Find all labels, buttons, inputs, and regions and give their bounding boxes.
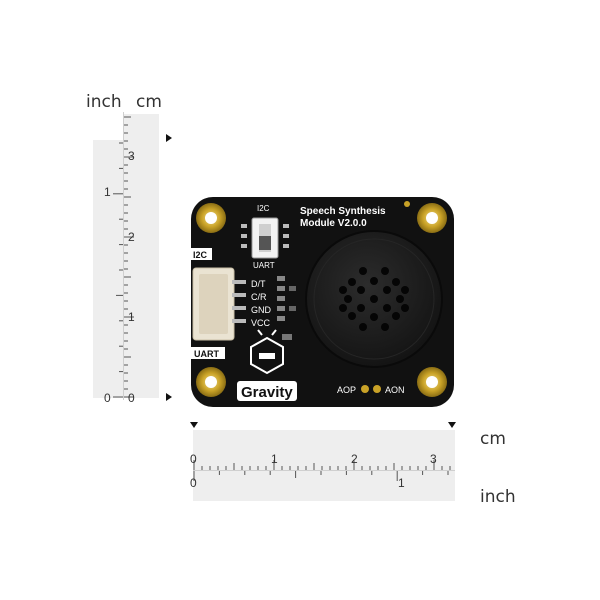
v-cm-label-0: 0: [128, 391, 135, 405]
vertical-inch-ticks: [113, 142, 123, 398]
h-cm-label-0: 0: [190, 452, 197, 466]
switch-pins: [241, 224, 289, 248]
pin-label-dt: D/T: [251, 279, 266, 289]
i2c-tag: I2C: [193, 250, 208, 260]
pin-label-cr: C/R: [251, 292, 267, 302]
smd-components: [277, 276, 296, 340]
speaker-hole: [370, 295, 378, 303]
h-cm-label-3: 3: [430, 452, 437, 466]
horizontal-cm-ticks: [193, 460, 451, 470]
speaker-hole: [381, 267, 389, 275]
v-cm-label-3: 3: [128, 149, 135, 163]
horizontal-ruler: 0 1 2 3 0 1: [190, 422, 456, 501]
v-inch-label-1: 1: [104, 185, 111, 199]
aon-label: AON: [385, 385, 405, 395]
speaker-hole: [348, 312, 356, 320]
test-pad: [404, 201, 410, 207]
switch-knob: [259, 236, 271, 250]
speaker-hole: [401, 286, 409, 294]
uart-tag: UART: [194, 349, 219, 359]
speaker-hole: [359, 323, 367, 331]
speaker: [305, 230, 443, 368]
aon-pad: [373, 385, 381, 393]
speaker-hole: [359, 267, 367, 275]
mounting-hole-bottom-right: [417, 367, 447, 397]
speaker-hole: [392, 278, 400, 286]
speaker-hole: [383, 304, 391, 312]
speaker-hole: [348, 278, 356, 286]
pin-label-vcc: VCC: [251, 318, 271, 328]
i2c-tag-bg: [191, 248, 212, 260]
mode-switch: [251, 217, 279, 259]
speaker-hole: [339, 304, 347, 312]
speech-synthesis-board: Speech Synthesis Module V2.0.0 I2C UART …: [191, 197, 454, 407]
h-cm-label-1: 1: [271, 452, 278, 466]
gravity-brand-label: Gravity: [241, 384, 293, 401]
speaker-hole: [370, 313, 378, 321]
board-title-line-2: Module V2.0.0: [300, 218, 367, 229]
speaker-hole: [401, 304, 409, 312]
switch-label-bottom: UART: [253, 261, 275, 270]
mounting-hole-bottom-left: [196, 367, 226, 397]
top-marker-arrow: [166, 134, 172, 142]
speaker-hole: [357, 304, 365, 312]
speaker-hole: [381, 323, 389, 331]
h-inch-label-1: 1: [398, 476, 405, 490]
h-inch-label-0: 0: [190, 476, 197, 490]
h-cm-label-2: 2: [351, 452, 358, 466]
vertical-inch-unit-label: inch: [86, 92, 122, 112]
aop-pad: [361, 385, 369, 393]
speaker-hole: [339, 286, 347, 294]
speaker-hole: [370, 277, 378, 285]
horizontal-cm-unit-label: cm: [480, 429, 506, 449]
v-cm-label-1: 1: [128, 310, 135, 324]
v-cm-label-2: 2: [128, 230, 135, 244]
speaker-hole: [344, 295, 352, 303]
mounting-hole-top-left: [196, 203, 226, 233]
right-marker-arrow: [448, 422, 456, 428]
mounting-hole-top-right: [417, 203, 447, 233]
gravity-label-bg: [237, 381, 297, 401]
board-title-line-1: Speech Synthesis: [300, 206, 386, 217]
vertical-cm-ticks: [124, 116, 134, 398]
speaker-hole: [396, 295, 404, 303]
aop-label: AOP: [337, 385, 356, 395]
speaker-hole: [392, 312, 400, 320]
speaker-hole: [383, 286, 391, 294]
dfrobot-logo-icon: [250, 329, 284, 375]
switch-label-top: I2C: [257, 204, 270, 213]
horizontal-inch-unit-label: inch: [480, 487, 516, 507]
uart-tag-bg: [191, 347, 225, 359]
speaker-grille: [339, 267, 409, 331]
speaker-hole: [357, 286, 365, 294]
v-inch-label-0: 0: [104, 391, 111, 405]
gravity-connector: [192, 267, 246, 341]
vertical-cm-unit-label: cm: [136, 92, 162, 112]
vertical-ruler: 3 2 1 0 1 0: [93, 112, 172, 405]
horizontal-inch-ticks: [193, 471, 449, 481]
bottom-marker-arrow: [166, 393, 172, 401]
pin-label-gnd: GND: [251, 305, 272, 315]
left-marker-arrow: [190, 422, 198, 428]
